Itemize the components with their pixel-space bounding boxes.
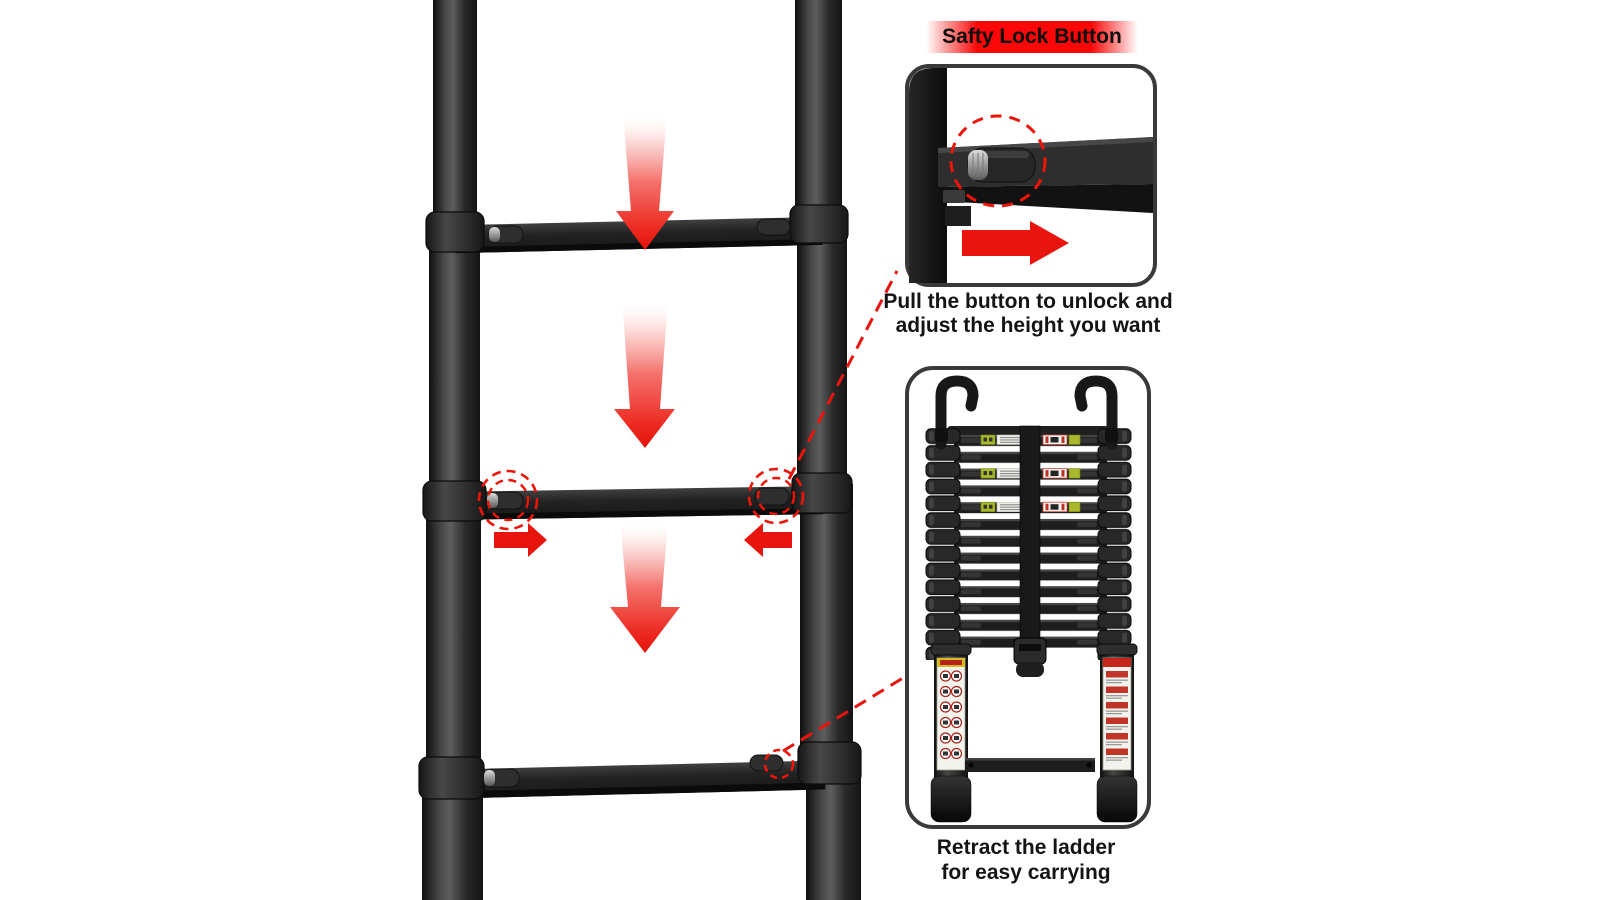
down-arrow-icon: [616, 113, 674, 250]
callout-leader-line: [782, 676, 904, 753]
telescopic-ladder: [418, 0, 862, 900]
rubber-foot: [1096, 775, 1138, 823]
highlight-circle: [763, 748, 795, 780]
hook-icon: [935, 375, 1118, 450]
rung-warning-labels: [980, 434, 1081, 513]
highlight-circle: [949, 114, 1047, 208]
leg-collar: [1096, 643, 1138, 656]
hook-mount: [935, 428, 948, 442]
left-collar-stack: [923, 428, 965, 660]
ladder-right-rail: [795, 0, 861, 900]
ladder-rung: [449, 760, 826, 799]
ladder-rung: [452, 486, 824, 520]
pull-arrow-icon: [962, 221, 1069, 265]
warning-sticker: [1102, 657, 1132, 771]
unlock-instruction-line1: Pull the button to unlock and: [883, 290, 1173, 313]
collar-step: [945, 206, 971, 226]
rung-underside: [938, 184, 1153, 213]
ladder-stile-closeup: [909, 68, 947, 283]
lock-button: [483, 218, 791, 788]
unlock-instruction-line2: adjust the height you want: [895, 314, 1161, 337]
retracted-ladder-callout: [905, 366, 1151, 829]
warning-sticker: [936, 657, 966, 771]
down-arrow-icon: [614, 299, 675, 448]
safety-lock-title: Safty Lock Button: [942, 25, 1122, 48]
retract-instruction-line2: for easy carrying: [941, 861, 1111, 884]
lock-button: [967, 147, 1036, 183]
highlight-circle: [477, 469, 539, 531]
retract-instruction: Retract the ladder for easy carrying: [876, 835, 1176, 885]
leg-collar: [930, 643, 972, 656]
retract-instruction-line1: Retract the ladder: [936, 836, 1116, 859]
push-arrow-right-icon: [494, 523, 547, 557]
right-collar-stack: [1093, 428, 1135, 660]
unlock-instruction: Pull the button to unlock and adjust the…: [872, 290, 1184, 338]
safety-lock-title-band: Safty Lock Button: [926, 21, 1138, 53]
lock-button-callout: [905, 64, 1157, 287]
rubber-foot: [930, 775, 972, 823]
callout-leader-line: [787, 270, 899, 480]
retracted-ladder: [923, 375, 1138, 823]
highlight-circle: [756, 476, 796, 516]
highlight-circle: [486, 478, 530, 522]
lock-button-closeup: [909, 68, 1153, 283]
down-arrow-icon: [610, 521, 680, 653]
hook-mount: [1105, 428, 1118, 442]
telescope-collar: [418, 204, 862, 800]
push-arrow-left-icon: [744, 523, 792, 557]
carry-strap: [1013, 425, 1047, 677]
annotation-overlay: [477, 113, 904, 780]
bottom-cross-bar: [965, 758, 1095, 772]
collar-chip: [943, 190, 965, 203]
highlight-circle: [747, 467, 805, 525]
